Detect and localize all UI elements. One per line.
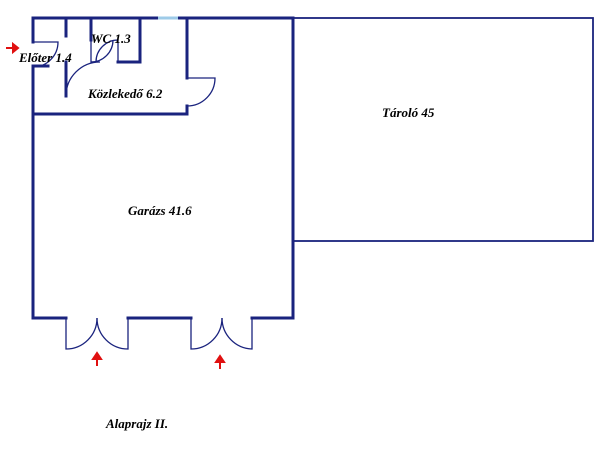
plan-caption: Alaprajz II. [105,416,168,431]
room-label-kozlekedo: Közlekedő 6.2 [87,86,163,101]
entrance-arrow-icon [91,351,103,366]
tarolo-outline [292,17,594,242]
entrance-arrow-icon [6,41,20,55]
room-label-tarolo: Tároló 45 [382,105,435,120]
room-label-wc: WC 1.3 [91,31,131,46]
entrance-arrow-icon [214,354,226,369]
outer-wall [31,16,295,320]
room-label-eloter: Előter 1.4 [18,50,72,65]
door-swing-icon [32,39,253,350]
room-label-garazs: Garázs 41.6 [128,203,192,218]
